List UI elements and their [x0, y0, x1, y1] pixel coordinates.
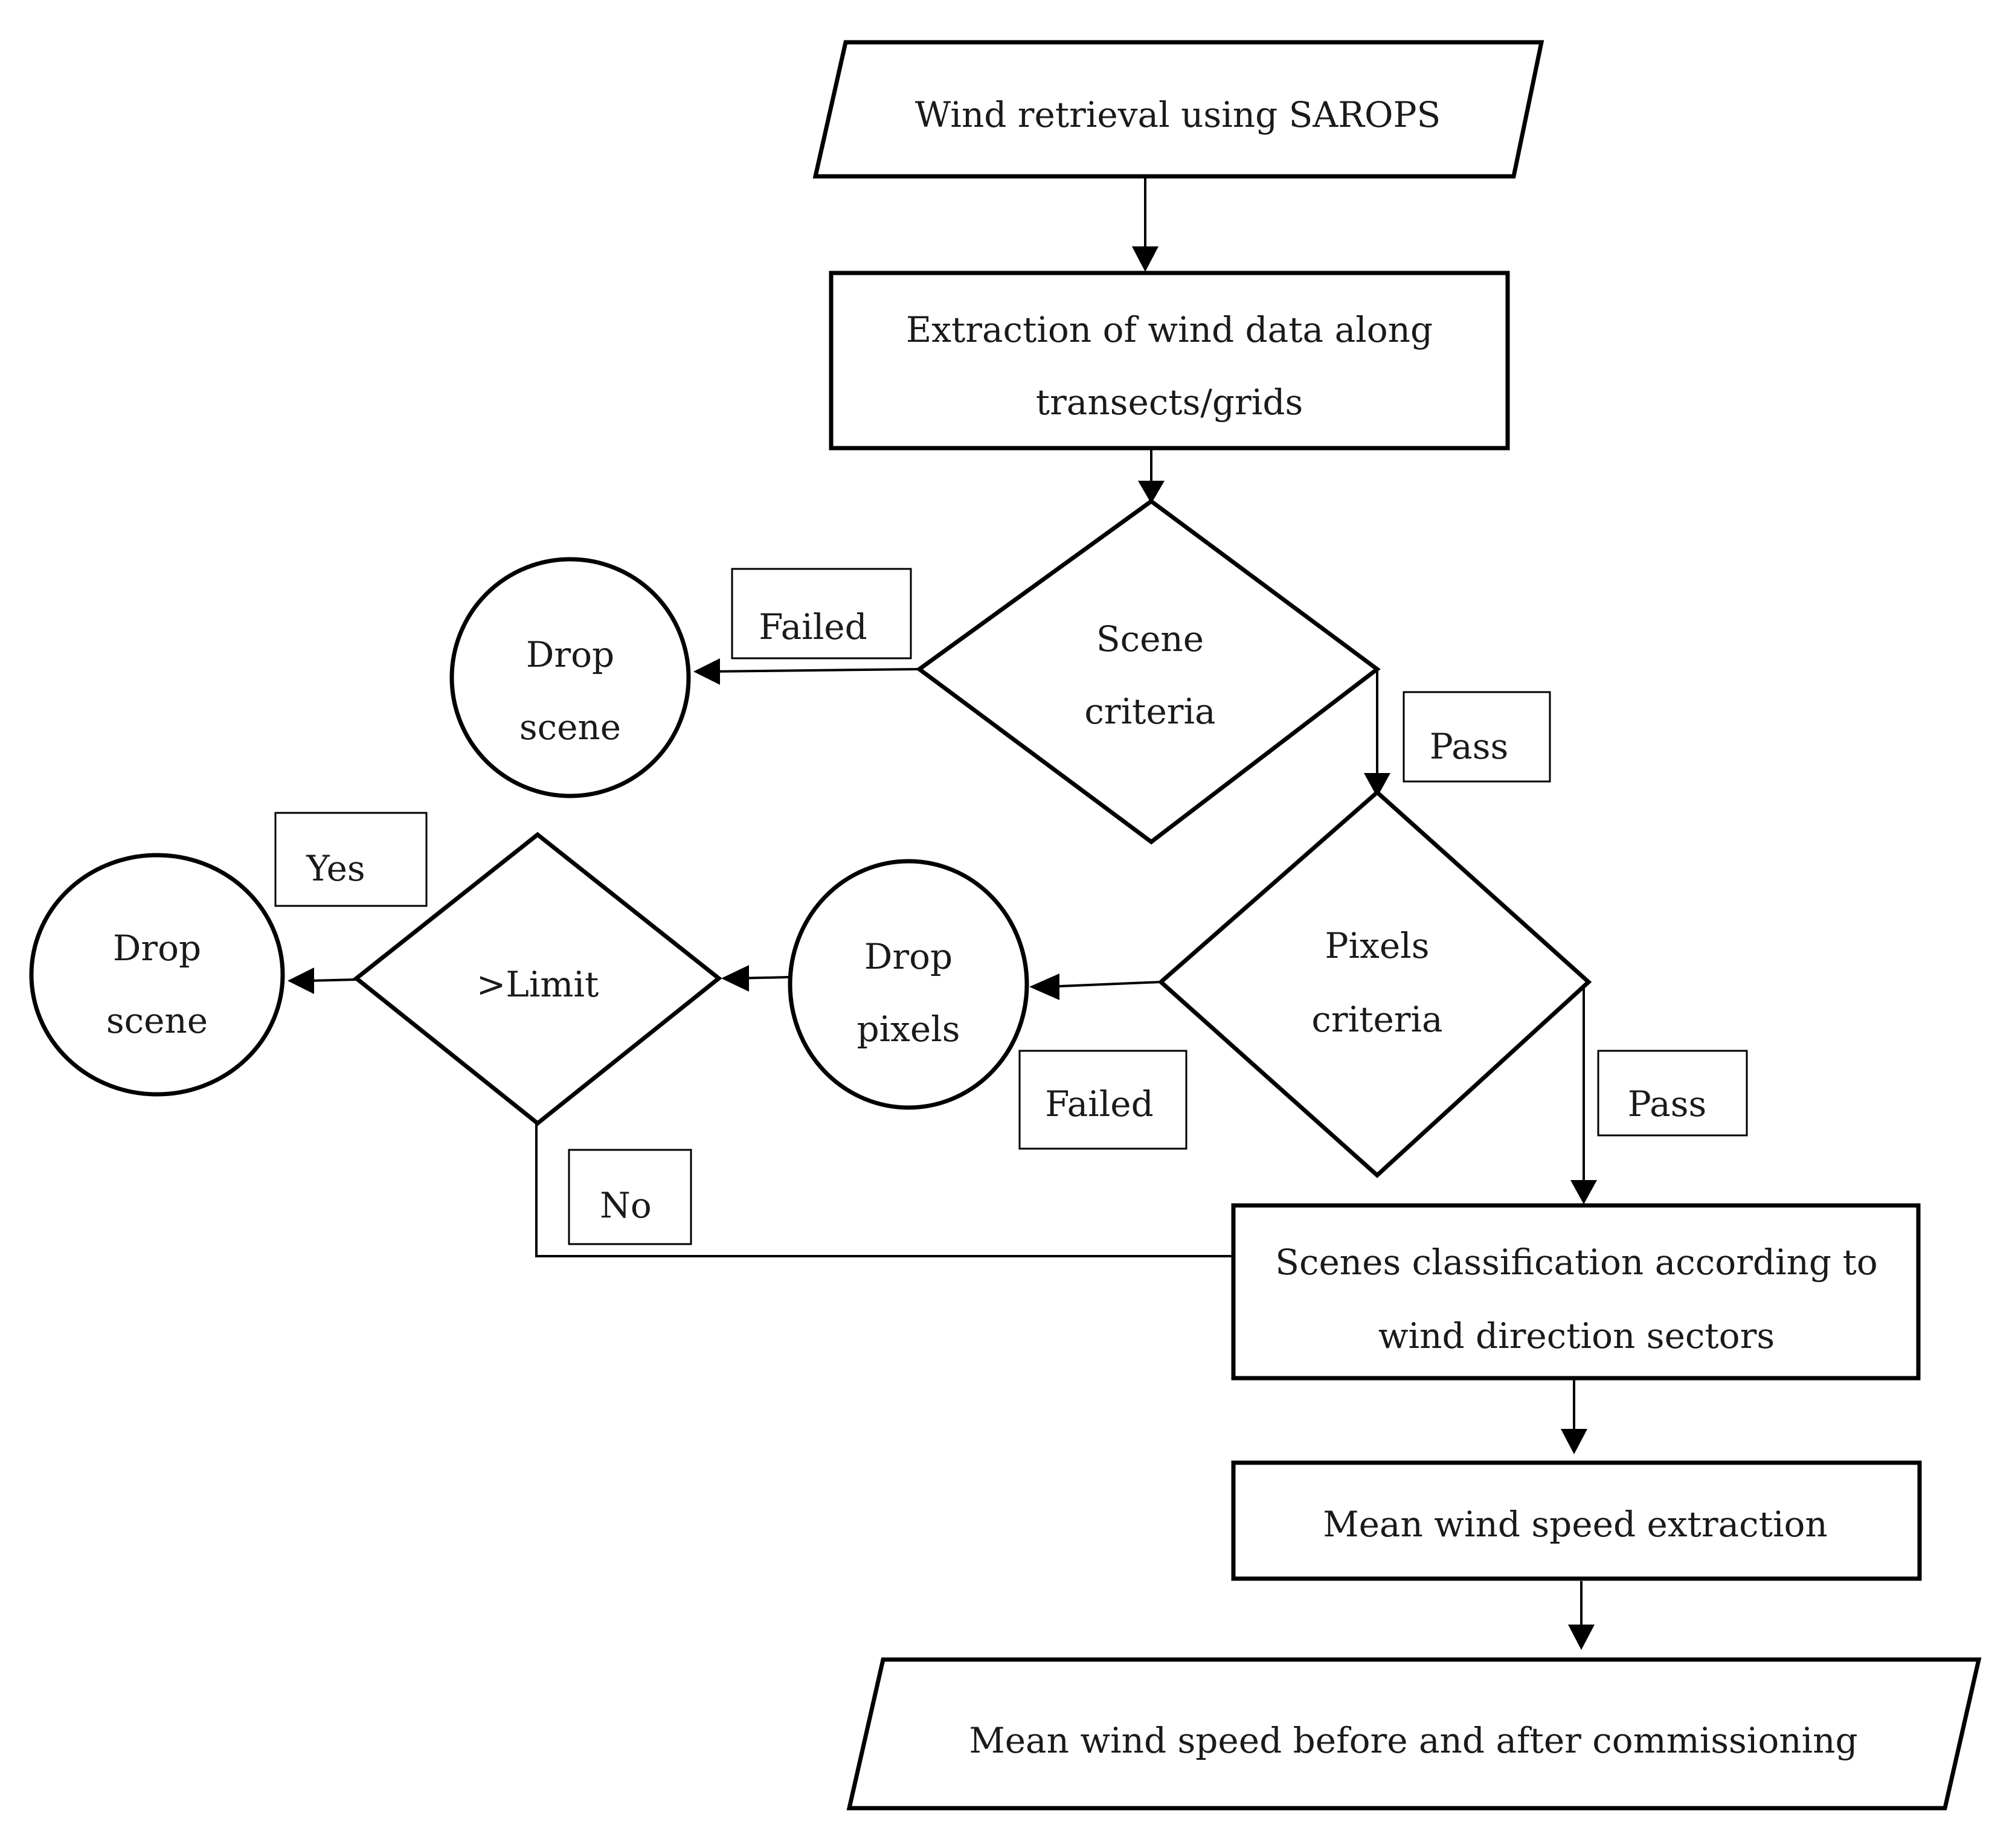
scene-criteria-label-line1: Scene [1096, 618, 1204, 659]
edge-label-scene-pass: Pass [1403, 691, 1551, 783]
arrowhead-drop-pixels [1029, 974, 1059, 1000]
output-parallelogram: Mean wind speed before and after commiss… [846, 1657, 1982, 1811]
arrowhead-pixels-criteria [1364, 773, 1390, 797]
pixels-criteria-label-line2: criteria [1311, 999, 1442, 1040]
drop-pixels-terminal: Drop pixels [788, 859, 1029, 1110]
extraction-label-line2: transects/grids [1036, 382, 1303, 423]
limit-label: >Limit [477, 964, 599, 1005]
edge-label-limit-no-text: No [600, 1185, 652, 1226]
drop-scene-1-label-line1: Drop [526, 634, 614, 675]
drop-pixels-label-line1: Drop [864, 936, 953, 977]
drop-scene-1-terminal: Drop scene [449, 557, 691, 798]
edge-limit-no-to-classification [535, 1123, 1233, 1257]
input-label: Wind retrieval using SAROPS [915, 94, 1441, 135]
limit-decision: >Limit [353, 832, 722, 1126]
drop-scene-2-terminal: Drop scene [29, 853, 285, 1097]
edge-label-scene-failed-text: Failed [759, 606, 867, 647]
arrowhead-classification [1570, 1180, 1597, 1204]
input-parallelogram: Wind retrieval using SAROPS [812, 40, 1544, 179]
arrowhead-scene-criteria [1138, 481, 1165, 504]
extraction-process: Extraction of wind data along transects/… [829, 271, 1510, 451]
output-label: Mean wind speed before and after commiss… [969, 1720, 1857, 1761]
pixels-criteria-decision: Pixels criteria [1157, 789, 1592, 1178]
edge-scene-criteria-to-drop-scene [706, 668, 920, 673]
drop-scene-1-label-line2: scene [519, 707, 621, 748]
edge-label-pixels-pass: Pass [1597, 1050, 1748, 1137]
edge-label-scene-failed: Failed [731, 568, 912, 659]
edges [288, 176, 1597, 1650]
scene-criteria-decision: Scene criteria [916, 498, 1381, 845]
edge-pixels-criteria-to-drop-pixels [1044, 981, 1162, 988]
arrowhead-drop-scene-1 [693, 658, 720, 685]
arrowhead-limit [721, 965, 749, 992]
classification-label-line1: Scenes classification according to [1275, 1242, 1877, 1283]
edge-label-scene-pass-text: Pass [1430, 726, 1509, 767]
edge-label-pixels-failed-text: Failed [1045, 1083, 1153, 1125]
edge-label-limit-yes-text: Yes [306, 848, 365, 889]
arrowhead-output [1568, 1625, 1595, 1650]
mean-extraction-label: Mean wind speed extraction [1323, 1504, 1828, 1545]
drop-scene-2-label-line2: scene [106, 1000, 208, 1041]
classification-label-line2: wind direction sectors [1378, 1315, 1775, 1356]
edge-label-pixels-failed: Failed [1018, 1050, 1187, 1150]
edge-label-pixels-pass-text: Pass [1628, 1083, 1707, 1125]
pixels-criteria-label-line1: Pixels [1325, 925, 1430, 966]
mean-extraction-process: Mean wind speed extraction [1231, 1460, 1922, 1581]
arrowhead-drop-scene-2 [288, 967, 314, 994]
arrowhead-extraction [1132, 246, 1159, 272]
drop-scene-2-label-line1: Drop [113, 928, 201, 969]
arrowhead-mean-extraction [1561, 1429, 1587, 1454]
extraction-label-line1: Extraction of wind data along [906, 309, 1433, 350]
edge-limit-to-drop-scene [307, 978, 357, 982]
edge-label-limit-yes: Yes [274, 812, 428, 907]
drop-pixels-label-line2: pixels [856, 1009, 960, 1050]
classification-process: Scenes classification according to wind … [1231, 1203, 1921, 1381]
edge-label-limit-no: No [568, 1149, 692, 1245]
scene-criteria-label-line2: criteria [1084, 691, 1215, 732]
